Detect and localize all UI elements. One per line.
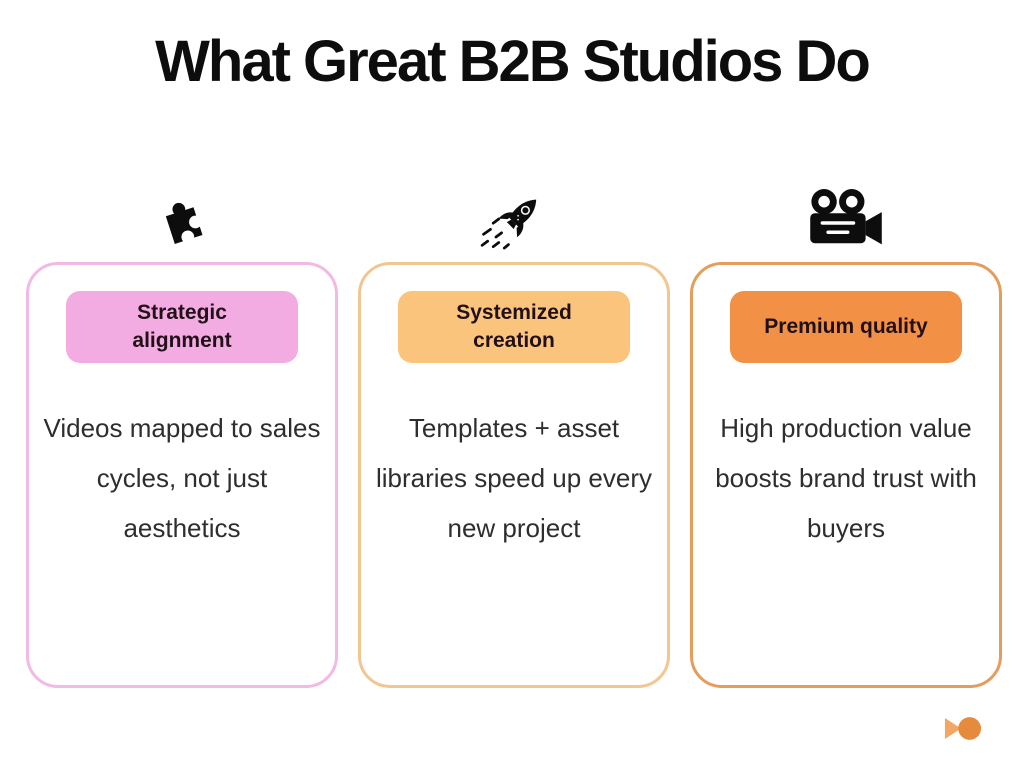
- columns-row: Strategic alignment Videos mapped to sal…: [26, 182, 1002, 688]
- column-premium-quality: Premium quality High production value bo…: [690, 182, 1002, 688]
- card-strategic-alignment: Strategic alignment Videos mapped to sal…: [26, 262, 338, 688]
- card-systemized-creation: Systemized creation Templates + asset li…: [358, 262, 670, 688]
- puzzle-piece-icon: [150, 182, 214, 262]
- badge-label: Strategic alignment: [132, 300, 232, 352]
- card-body-text: Videos mapped to sales cycles, not just …: [43, 413, 321, 543]
- badge-strategic-alignment: Strategic alignment: [66, 291, 298, 363]
- column-systemized-creation: Systemized creation Templates + asset li…: [358, 182, 670, 688]
- brand-logo: [944, 714, 982, 743]
- card-body-text: High production value boosts brand trust…: [715, 413, 977, 543]
- slide-title: What Great B2B Studios Do: [155, 29, 871, 94]
- card-premium-quality: Premium quality High production value bo…: [690, 262, 1002, 688]
- card-body-text: Templates + asset libraries speed up eve…: [375, 413, 653, 543]
- badge-label: Systemized creation: [456, 300, 572, 352]
- logo-triangle: [944, 718, 962, 739]
- column-strategic-alignment: Strategic alignment Videos mapped to sal…: [26, 182, 338, 688]
- logo-circle: [958, 717, 982, 740]
- badge-systemized-creation: Systemized creation: [398, 291, 630, 363]
- rocket-icon: [478, 182, 550, 262]
- badge-label: Premium quality: [764, 314, 928, 338]
- movie-camera-icon: [809, 182, 883, 262]
- badge-premium-quality: Premium quality: [730, 291, 962, 363]
